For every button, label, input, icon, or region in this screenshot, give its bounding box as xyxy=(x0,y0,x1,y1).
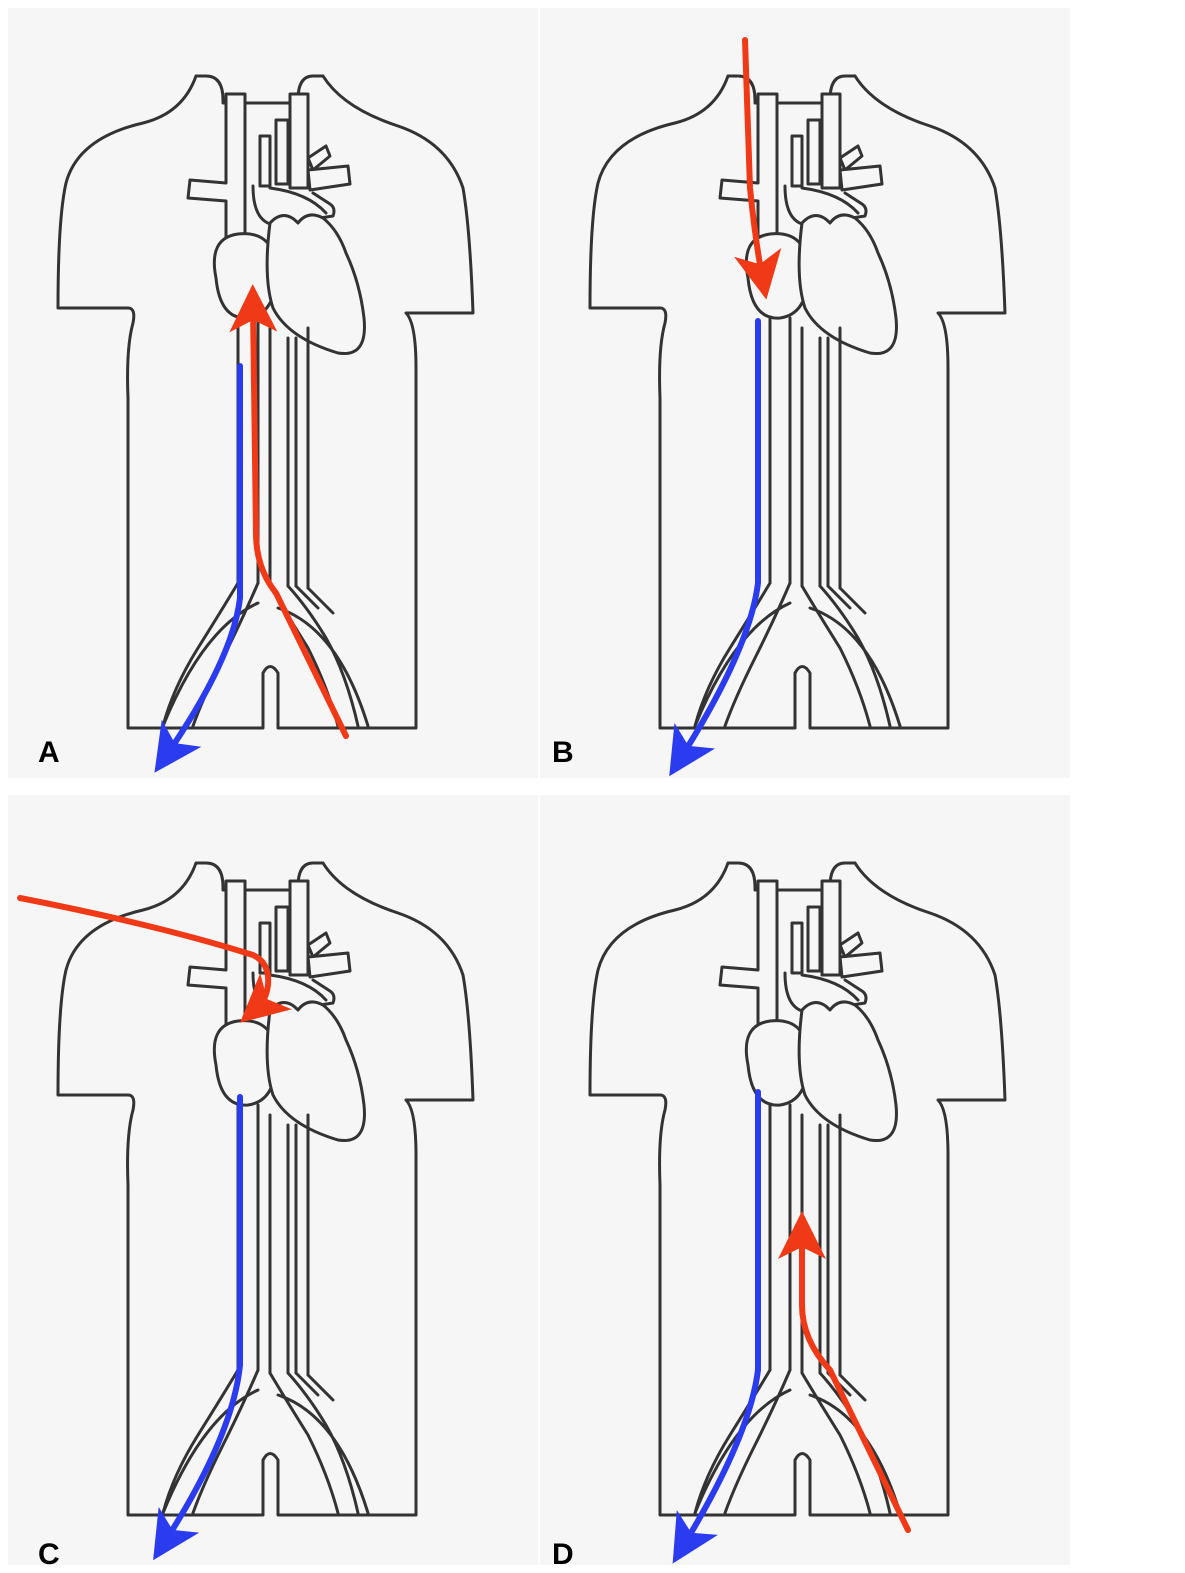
panel-label-b: B xyxy=(552,738,574,768)
panel-c: C xyxy=(8,795,568,1565)
panel-label-c: C xyxy=(38,1540,60,1570)
panel-label-d: D xyxy=(552,1540,574,1570)
panel-a: A xyxy=(8,8,568,778)
torso-diagram-c xyxy=(8,795,568,1565)
torso-diagram-d xyxy=(540,795,1100,1565)
panel-label-a: A xyxy=(38,738,60,768)
torso-diagram-b xyxy=(540,8,1100,778)
torso-diagram-a xyxy=(8,8,568,778)
panel-d: D xyxy=(540,795,1100,1565)
panel-b: B xyxy=(540,8,1100,778)
